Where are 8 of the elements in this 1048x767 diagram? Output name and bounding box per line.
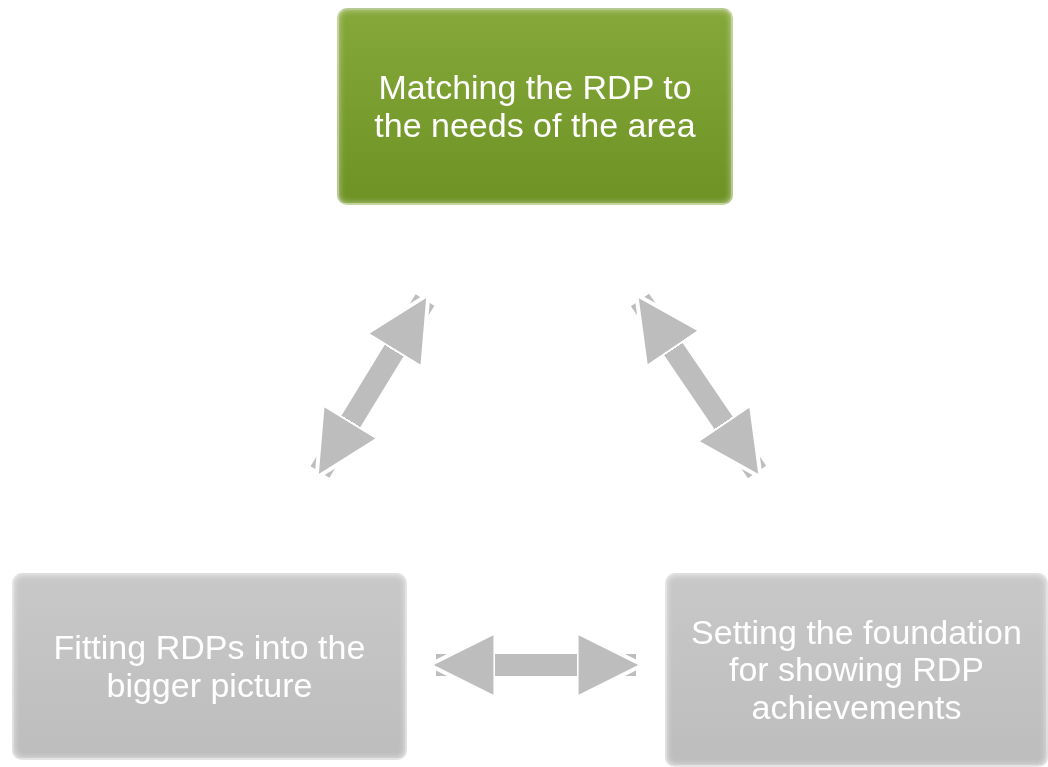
- box-label: Setting the foundation for showing RDP achievements: [690, 613, 1023, 727]
- process-box: [665, 573, 1048, 767]
- process-box: [12, 573, 407, 760]
- box-label: Fitting RDPs into the bigger picture: [52, 629, 367, 704]
- box-label: Matching the RDP to the needs of the area: [373, 69, 697, 144]
- process-box: [337, 8, 733, 205]
- double-arrow: [310, 292, 435, 480]
- double-arrow: [630, 292, 767, 480]
